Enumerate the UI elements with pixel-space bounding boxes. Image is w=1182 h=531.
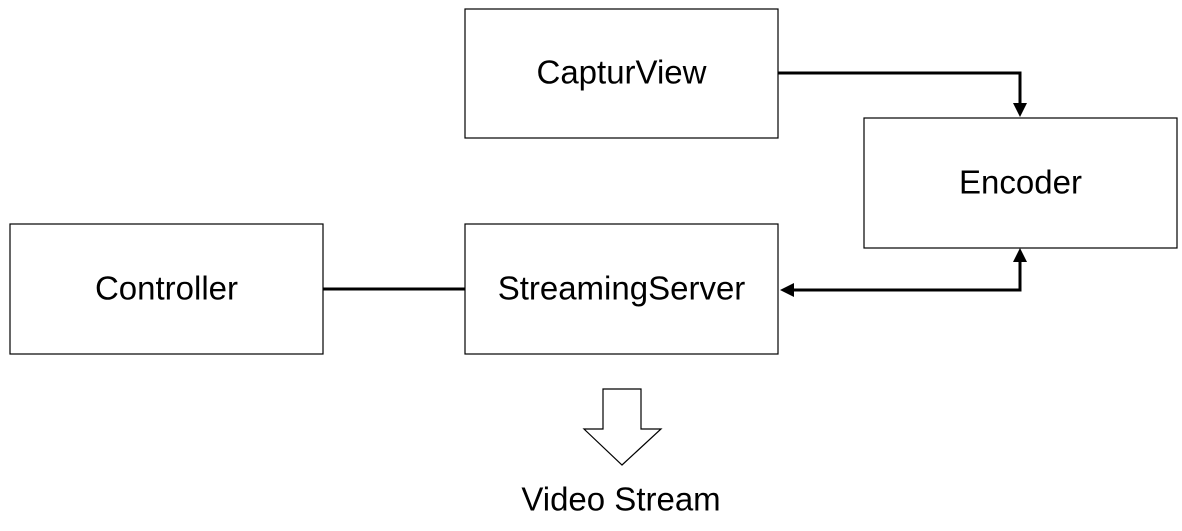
node-captur-view-label: CapturView: [537, 54, 707, 91]
output-stream-label: Video Stream: [521, 481, 720, 518]
arrowhead-left-icon: [780, 283, 794, 297]
node-streaming-server: StreamingServer: [464, 223, 779, 355]
node-controller: Controller: [9, 223, 324, 355]
arrowhead-up-icon: [1013, 248, 1027, 262]
node-encoder: Encoder: [863, 117, 1178, 249]
arrowhead-down-icon: [1013, 103, 1027, 117]
node-streaming-server-label: StreamingServer: [498, 270, 746, 307]
edge-captur-view-to-encoder: [778, 71, 1027, 117]
hollow-arrow-down-icon: [582, 388, 663, 466]
edge-encoder-to-streaming-server: [780, 248, 1027, 297]
node-encoder-label: Encoder: [959, 164, 1082, 201]
node-captur-view: CapturView: [464, 8, 779, 139]
node-controller-label: Controller: [95, 270, 238, 307]
output-stream: Video Stream: [521, 388, 721, 518]
